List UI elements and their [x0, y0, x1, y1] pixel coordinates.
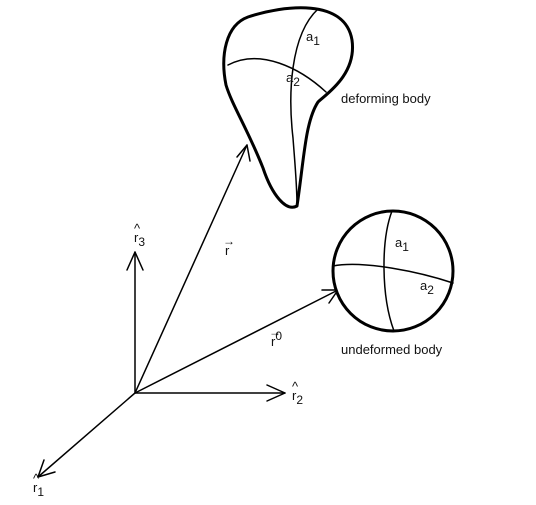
label-a1-undeformed: a1 — [395, 235, 409, 254]
vector-r — [134, 144, 251, 394]
label-vector-r0: r0 — [271, 329, 282, 349]
label-vector-r: r — [225, 243, 230, 258]
undeformed-body — [331, 209, 455, 333]
vector-r-arrow-mark: → — [223, 234, 235, 248]
label-a2-undeformed: a2 — [420, 278, 434, 297]
vector-r0 — [134, 289, 339, 394]
undeformed-body-outline — [331, 209, 455, 333]
svg-text:^: ^ — [292, 379, 299, 394]
material-line-a1-deformed — [290, 8, 319, 207]
axis-r1 — [37, 392, 136, 478]
svg-text:r1: r1 — [33, 480, 44, 499]
material-line-a1-undeformed — [383, 210, 395, 332]
deforming-body-outline — [222, 6, 354, 209]
label-axis-r3: ^ r3 — [134, 221, 145, 249]
svg-text:r3: r3 — [134, 230, 145, 249]
svg-text:r2: r2 — [292, 388, 303, 407]
caption-undeformed-body: undeformed body — [341, 342, 443, 357]
caption-deforming-body: deforming body — [341, 91, 431, 106]
vector-r0-arrow-mark: → — [269, 325, 281, 339]
deforming-body — [222, 6, 354, 209]
label-a1-deformed: a1 — [306, 29, 320, 48]
label-axis-r2: ^ r2 — [292, 379, 303, 407]
material-line-a2-deformed — [227, 57, 327, 93]
axis-r3 — [126, 251, 144, 394]
svg-text:^: ^ — [33, 471, 40, 486]
label-a2-deformed: a2 — [286, 70, 300, 89]
material-line-a2-undeformed — [332, 263, 454, 284]
svg-text:^: ^ — [134, 221, 141, 236]
label-axis-r1: ^ r1 — [33, 471, 44, 499]
axis-r2 — [134, 384, 286, 402]
